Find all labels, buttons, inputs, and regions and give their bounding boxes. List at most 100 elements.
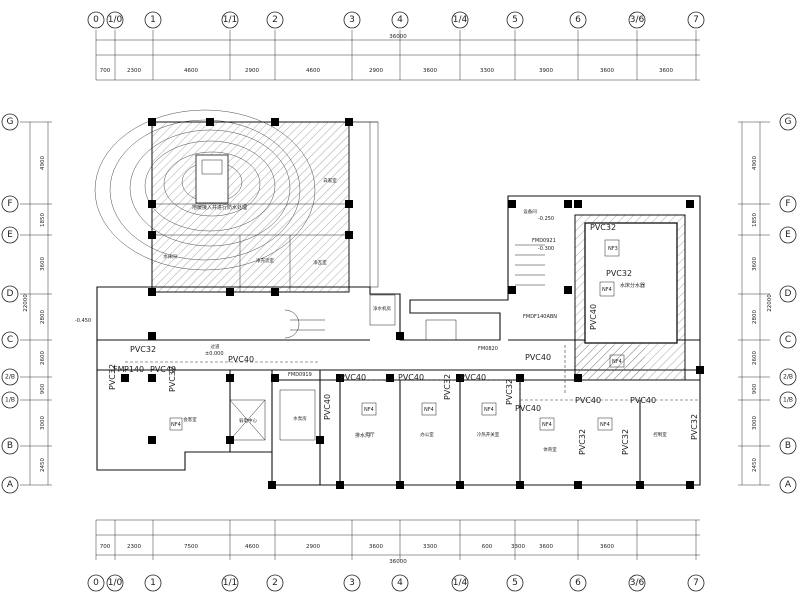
svg-text:700: 700 <box>100 68 111 74</box>
svg-text:6: 6 <box>575 578 581 588</box>
svg-text:弱电中心: 弱电中心 <box>239 417 257 424</box>
axis-marker-left-2B: 2/B <box>1 368 19 386</box>
svg-text:4600: 4600 <box>306 68 320 74</box>
svg-text:体育室: 体育室 <box>543 446 557 453</box>
pipe-label-pvc32-d: PVC32 <box>108 364 117 390</box>
svg-text:2800: 2800 <box>752 310 758 324</box>
svg-text:3600: 3600 <box>659 68 673 74</box>
main-note: 地暖接入并进行防水处理 <box>192 204 247 211</box>
column-35 <box>516 481 524 489</box>
svg-text:5: 5 <box>512 578 518 588</box>
axis-marker-bottom-5: 3 <box>343 574 361 592</box>
svg-text:2800: 2800 <box>40 310 46 324</box>
axis-marker-top-2: 1 <box>144 11 162 29</box>
svg-text:3300: 3300 <box>511 544 525 550</box>
svg-text:1/4: 1/4 <box>453 15 468 25</box>
column-7 <box>345 231 353 239</box>
column-37 <box>636 481 644 489</box>
column-36 <box>574 481 582 489</box>
column-27 <box>574 374 582 382</box>
svg-text:1/B: 1/B <box>783 397 793 404</box>
axis-marker-top-1: 1/0 <box>106 11 124 29</box>
pipe-label-pvc40-g: PVC40 <box>515 404 541 413</box>
column-2 <box>271 118 279 126</box>
svg-text:1/1: 1/1 <box>223 578 237 588</box>
svg-text:-0.250: -0.250 <box>538 216 554 222</box>
svg-text:6: 6 <box>575 15 581 25</box>
column-33 <box>396 481 404 489</box>
top-axis-markers: 0 1/0 1 1/1 2 3 4 1/4 5 6 3/6 7 <box>87 11 705 29</box>
svg-text:3600: 3600 <box>539 544 553 550</box>
column-32 <box>336 481 344 489</box>
column-16 <box>396 332 404 340</box>
column-23 <box>336 374 344 382</box>
total-height-left: 22000 <box>23 294 29 312</box>
pipe-label-pvc32-g: PVC32 <box>505 379 514 405</box>
svg-text:D: D <box>785 289 792 299</box>
annotations: 地暖接入并进行防水处理 水床分水器 排水沟 <box>192 204 645 439</box>
svg-text:A: A <box>7 480 14 490</box>
top-dimension-texts: 36000 700 2300 4600 2900 4600 2900 3600 … <box>100 34 674 74</box>
axis-marker-top-8: 5 <box>506 11 524 29</box>
svg-text:3: 3 <box>349 578 355 588</box>
right-axis-markers: G F E D C 2/B 1/B B A <box>779 113 797 494</box>
total-width-bottom: 36000 <box>389 559 407 565</box>
side-dimension-lines <box>29 122 761 485</box>
column-30 <box>316 436 324 444</box>
column-34 <box>456 481 464 489</box>
pipe-label-pvc40-f: PVC40 <box>525 353 551 362</box>
svg-text:2: 2 <box>272 15 278 25</box>
axis-marker-right-1B: 1/B <box>779 391 797 409</box>
svg-text:1850: 1850 <box>40 213 46 227</box>
axis-marker-left-E: E <box>1 226 19 244</box>
svg-text:3600: 3600 <box>600 544 614 550</box>
svg-text:冷热开关室: 冷热开关室 <box>477 431 500 438</box>
pipe-label-pvc32-i: PVC32 <box>621 429 630 455</box>
svg-text:3600: 3600 <box>752 257 758 271</box>
svg-text:水泵房: 水泵房 <box>293 415 307 422</box>
pipe-label-pvc40-a: PVC40 <box>228 355 254 364</box>
pipe-label-pvc32-a: PVC32 <box>130 345 156 354</box>
svg-text:NF4: NF4 <box>484 407 494 413</box>
pipe-label-pvc32-h: PVC32 <box>578 429 587 455</box>
column-21 <box>226 374 234 382</box>
pipe-label-pvc40-b: PVC40 <box>150 365 176 374</box>
hatched-floor-zone <box>151 121 350 293</box>
svg-text:F: F <box>785 199 790 209</box>
svg-text:4900: 4900 <box>752 156 758 170</box>
level-marks: -0.450 -0.250 -0.300 ±0.000 <box>75 216 554 357</box>
svg-text:7: 7 <box>693 578 699 588</box>
pipe-label-pvc32-j: PVC32 <box>690 414 699 440</box>
axis-marker-bottom-0: 0 <box>87 574 105 592</box>
fm-c-label: FM0820 <box>478 346 498 352</box>
column-13 <box>574 200 582 208</box>
top-dimension-lines <box>96 39 700 81</box>
svg-text:1: 1 <box>150 578 156 588</box>
svg-text:办公室: 办公室 <box>420 431 434 438</box>
pipe-label-pvc32-f: PVC32 <box>443 374 452 400</box>
svg-text:NF4: NF4 <box>602 287 612 293</box>
axis-marker-left-1B: 1/B <box>1 391 19 409</box>
fm-box-label: FMDF140ABN <box>523 314 557 320</box>
svg-text:600: 600 <box>482 544 493 550</box>
svg-text:NF4: NF4 <box>171 422 181 428</box>
axis-marker-top-5: 3 <box>343 11 361 29</box>
left-dimension-texts: 22000 4900 1850 3600 2800 2600 900 3000 … <box>23 156 46 472</box>
pipe-label-pvc40-j: PVC40 <box>323 394 332 420</box>
pit-note: 排水沟 <box>355 432 370 439</box>
svg-text:1/B: 1/B <box>5 397 15 404</box>
axis-marker-left-D: D <box>1 285 19 303</box>
fm-b2-label: FMD0921 <box>532 238 556 244</box>
svg-text:1/0: 1/0 <box>108 15 123 25</box>
shafts <box>229 294 457 441</box>
svg-text:NF4: NF4 <box>612 359 622 365</box>
svg-text:2600: 2600 <box>40 351 46 365</box>
svg-text:设备间: 设备间 <box>523 208 537 215</box>
axis-marker-top-10: 3/6 <box>628 11 646 29</box>
svg-text:净瓦室: 净瓦室 <box>313 259 327 266</box>
svg-text:2/B: 2/B <box>5 374 15 381</box>
svg-text:会客室: 会客室 <box>183 416 197 423</box>
svg-text:2900: 2900 <box>306 544 320 550</box>
right-hatched-room <box>574 214 686 381</box>
